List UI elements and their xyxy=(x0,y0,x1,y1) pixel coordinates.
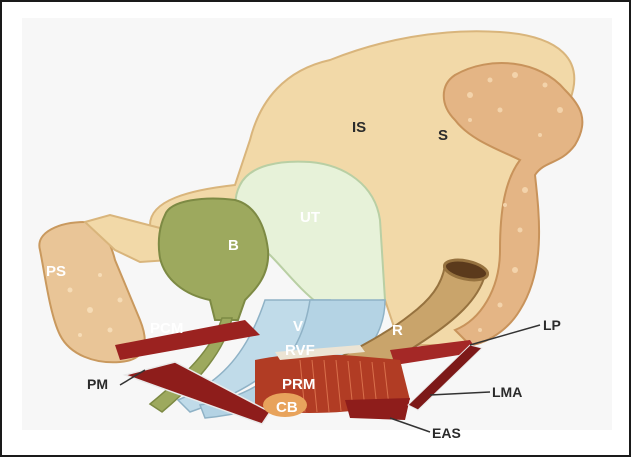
label-pubic-symphysis: PS xyxy=(46,263,66,280)
label-uterus: UT xyxy=(300,209,320,226)
label-rectum: R xyxy=(392,322,403,339)
label-rectovaginal-fascia: RVF xyxy=(285,342,315,359)
label-sacrum: S xyxy=(438,127,448,144)
label-levator-plate: LP xyxy=(543,317,561,333)
label-vagina: V xyxy=(293,318,303,335)
label-pubococcygeus: PCM xyxy=(150,320,183,337)
label-perineal-body: CB xyxy=(276,399,298,416)
label-puborectalis: PRM xyxy=(282,376,315,393)
external-anal-sphincter xyxy=(345,398,410,420)
label-longitudinal-muscle-anus: LMA xyxy=(492,384,522,400)
label-ischium: IS xyxy=(352,119,366,136)
label-external-anal-sphincter: EAS xyxy=(432,425,461,441)
label-perineal-membrane: PM xyxy=(87,376,108,392)
label-bladder: B xyxy=(228,237,239,254)
